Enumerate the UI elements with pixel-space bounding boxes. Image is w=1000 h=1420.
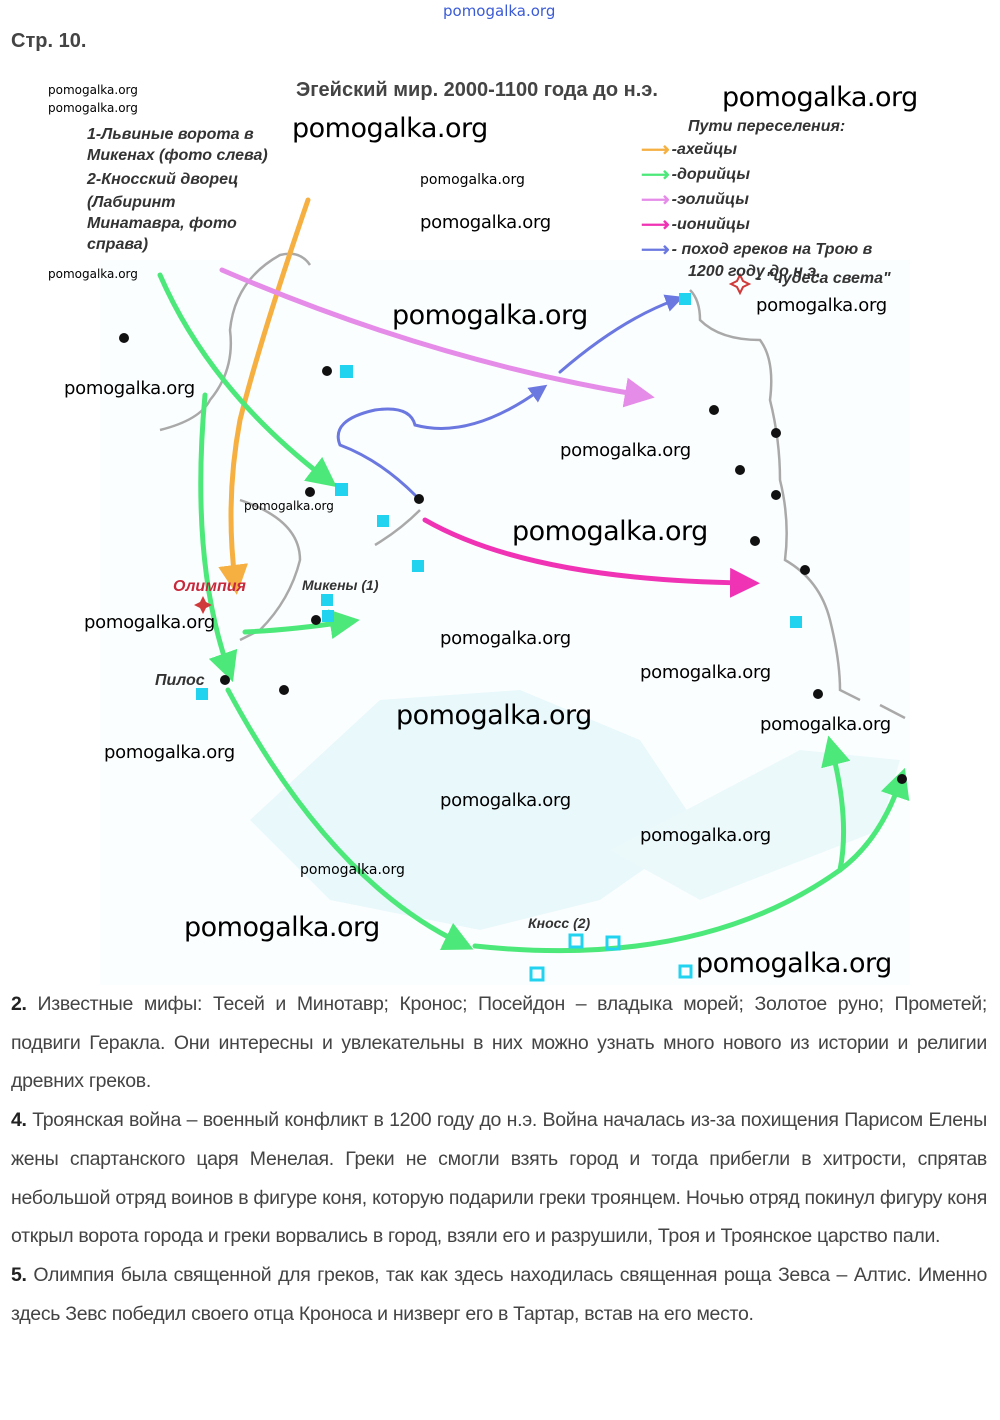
note-line: 1-Львиные ворота в	[87, 126, 254, 143]
route-dorians-arrow-5	[472, 735, 851, 954]
route-troy-arrow-2	[558, 294, 684, 374]
place-olympia: Олимпия	[173, 578, 246, 595]
site-markers	[196, 293, 802, 700]
route-aeolians-arrow	[219, 267, 655, 408]
watermark[interactable]: pomogalka.org	[244, 499, 334, 513]
top-watermark[interactable]: pomogalka.org	[443, 2, 556, 20]
legend-label: -ахейцы	[671, 140, 738, 158]
watermark[interactable]: pomogalka.org	[760, 714, 891, 735]
watermark[interactable]: pomogalka.org	[440, 790, 571, 811]
answer-number: 4.	[11, 1109, 27, 1132]
answer-number: 5.	[11, 1263, 27, 1286]
answer-4: 4. Троянская война – военный конфликт в …	[11, 1101, 987, 1256]
watermark[interactable]: pomogalka.org	[48, 267, 138, 281]
watermark[interactable]: pomogalka.org	[420, 172, 525, 188]
city-dots	[119, 333, 907, 784]
page-label: Стр. 10.	[11, 30, 87, 52]
answers: 2. Известные мифы: Тесей и Минотавр; Кро…	[11, 985, 987, 1333]
route-dorians-arrow-2	[198, 392, 238, 683]
legend-label: -эолийцы	[671, 190, 749, 208]
legend-label: -дорийцы	[671, 165, 750, 183]
place-knossos: Кносс (2)	[528, 915, 591, 931]
legend-troy-line2: 1200 году до н.э.	[688, 263, 821, 280]
legend-item-aeolians: ⟶-эолийцы	[641, 187, 872, 212]
legend-label: -ионийцы	[671, 215, 750, 233]
watermark[interactable]: pomogalka.org	[440, 628, 571, 649]
legend-item-dorians: ⟶-дорийцы	[641, 162, 872, 187]
answer-text: Троянская война – военный конфликт в 120…	[11, 1109, 987, 1248]
route-dorians-arrow-6	[837, 767, 910, 873]
answer-5: 5. Олимпия была священной для греков, та…	[11, 1256, 987, 1333]
note-line: Микенах (фото слева)	[87, 147, 268, 164]
watermark[interactable]: pomogalka.org	[640, 825, 771, 846]
map-notes: 1-Львиные ворота в Микенах (фото слева) …	[87, 124, 268, 255]
watermark[interactable]: pomogalka.org	[184, 912, 380, 943]
legend-wonders: - "чудеса света"	[756, 270, 891, 287]
watermark[interactable]: pomogalka.org	[396, 700, 592, 731]
legend-heading: Пути переселения:	[688, 118, 846, 135]
watermark[interactable]: pomogalka.org	[420, 212, 551, 233]
route-dorians-arrow-1	[157, 272, 337, 488]
note-line: 2-Кносский дворец	[87, 171, 239, 188]
watermark[interactable]: pomogalka.org	[48, 83, 138, 97]
green-arrow-icon: ⟶	[641, 164, 670, 186]
watermark[interactable]: pomogalka.org	[722, 82, 918, 113]
aegean-map	[119, 197, 910, 982]
legend-item-achaeans: ⟶-ахейцы	[641, 137, 872, 162]
blue-arrow-icon: ⟶	[641, 239, 670, 261]
watermark[interactable]: pomogalka.org	[640, 662, 771, 683]
note-line: Минатавра, фото	[87, 215, 237, 232]
routes	[157, 197, 910, 954]
place-mycenae: Микены (1)	[302, 577, 379, 593]
watermark[interactable]: pomogalka.org	[392, 300, 588, 331]
knossos-markers	[529, 933, 693, 982]
violet-arrow-icon: ⟶	[641, 189, 670, 211]
watermark[interactable]: pomogalka.org	[84, 612, 215, 633]
olympia-star-icon	[194, 596, 212, 614]
route-achaeans-arrow	[218, 197, 311, 595]
watermark[interactable]: pomogalka.org	[512, 516, 708, 547]
orange-arrow-icon: ⟶	[641, 139, 670, 161]
route-ionians-arrow	[422, 517, 760, 598]
legend-label: - поход греков на Трою в	[671, 240, 873, 258]
legend-item-ionians: ⟶-ионийцы	[641, 212, 872, 237]
answer-text: Олимпия была священной для греков, так к…	[11, 1263, 987, 1325]
watermark[interactable]: pomogalka.org	[292, 113, 488, 144]
watermark[interactable]: pomogalka.org	[48, 101, 138, 115]
route-troy-arrow	[336, 384, 548, 497]
note-line: (Лабиринт	[87, 194, 176, 211]
watermark[interactable]: pomogalka.org	[64, 378, 195, 399]
magenta-arrow-icon: ⟶	[641, 214, 670, 236]
route-dorians-arrow-3	[242, 609, 360, 640]
place-pylos: Пилос	[155, 672, 205, 689]
wonder-star-icon	[728, 272, 752, 296]
answer-2: 2. Известные мифы: Тесей и Минотавр; Кро…	[11, 985, 987, 1101]
watermark[interactable]: pomogalka.org	[756, 295, 887, 316]
note-line: справа)	[87, 236, 149, 253]
map-legend: Пути переселения: ⟶-ахейцы ⟶-дорийцы ⟶-э…	[641, 117, 872, 282]
legend-item-troy: ⟶- поход греков на Трою в	[641, 237, 872, 262]
watermark[interactable]: pomogalka.org	[696, 948, 892, 979]
watermark[interactable]: pomogalka.org	[560, 440, 691, 461]
answer-text: Известные мифы: Тесей и Минотавр; Кронос…	[11, 993, 987, 1093]
watermark[interactable]: pomogalka.org	[104, 742, 235, 763]
map-title: Эгейский мир. 2000-1100 года до н.э.	[296, 79, 658, 101]
answer-number: 2.	[11, 993, 27, 1015]
watermark[interactable]: pomogalka.org	[300, 862, 405, 878]
route-dorians-arrow-4	[225, 687, 474, 950]
